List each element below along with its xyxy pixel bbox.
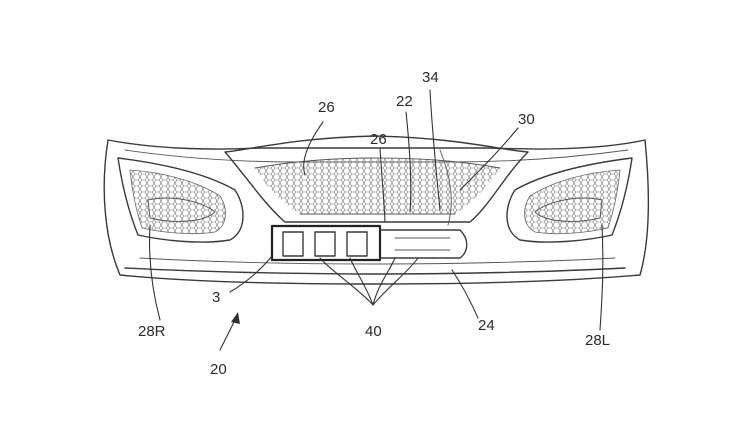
- leader-3: [229, 255, 273, 293]
- label-26-top: 26: [318, 99, 335, 116]
- label-22: 22: [396, 93, 413, 110]
- grille-surround-right: [439, 149, 452, 226]
- leader-34: [429, 89, 441, 211]
- left-foglamp: [147, 197, 216, 222]
- shutter-vane-1: [282, 231, 304, 257]
- shutter-vane-3: [346, 231, 368, 257]
- upper-grille-outline: [224, 135, 529, 223]
- leader-22: [405, 111, 412, 213]
- grille-inner-edge: [254, 157, 501, 169]
- arrow-20-shaft: [219, 317, 237, 351]
- leader-40-a: [319, 257, 374, 306]
- leader-24: [451, 269, 479, 319]
- left-vent-mesh: [129, 169, 226, 235]
- label-40: 40: [365, 323, 382, 340]
- leader-26-top: [303, 121, 324, 176]
- label-26-mid: 26: [370, 131, 387, 148]
- label-30: 30: [518, 111, 535, 128]
- label-34: 34: [422, 69, 439, 86]
- right-vent-outline: [506, 157, 633, 243]
- label-20: 20: [210, 361, 227, 378]
- leader-40-c: [372, 257, 396, 306]
- label-24: 24: [478, 317, 495, 334]
- bumper-outer-outline: [103, 139, 649, 285]
- left-vent-outline: [117, 157, 244, 243]
- leader-28R: [148, 224, 161, 321]
- lower-opening-right: [379, 229, 468, 259]
- label-28L: 28L: [585, 332, 610, 349]
- leader-40-d: [372, 257, 419, 306]
- right-vent-mesh: [524, 169, 621, 235]
- lower-lip-inner: [139, 257, 616, 265]
- leader-30: [459, 127, 519, 191]
- leader-28L: [599, 224, 604, 331]
- leader-26-mid: [379, 147, 386, 223]
- right-foglamp: [534, 197, 603, 222]
- shutter-frame: [270, 224, 382, 262]
- shutter-vane-2: [314, 231, 336, 257]
- arrow-20-head: [231, 312, 240, 324]
- leader-40-b: [349, 257, 374, 306]
- lower-opening-inner: [394, 237, 451, 251]
- label-28R: 28R: [138, 323, 166, 340]
- label-3: 3: [212, 289, 220, 306]
- lower-lip-line: [124, 267, 626, 275]
